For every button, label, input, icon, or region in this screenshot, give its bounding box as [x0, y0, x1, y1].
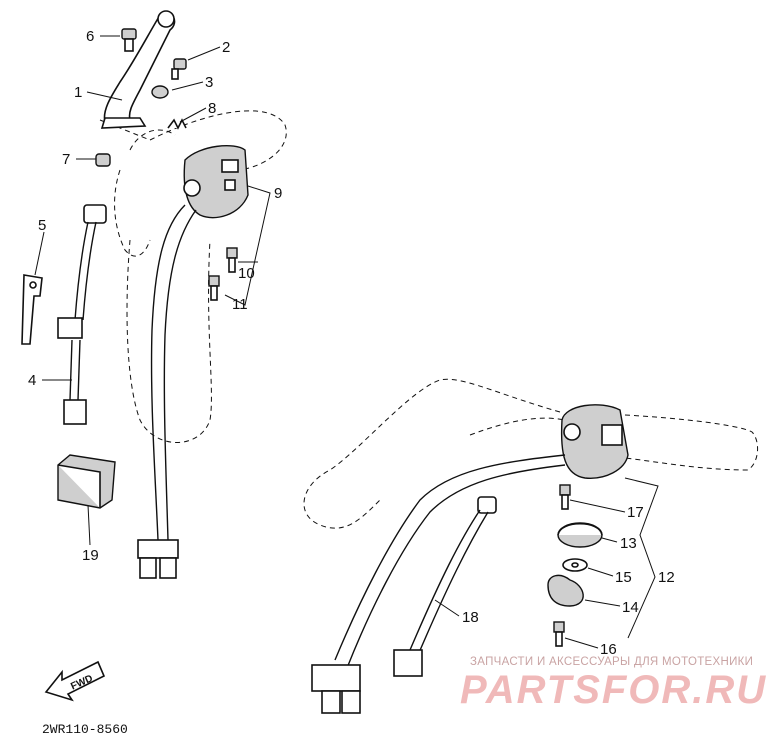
label-part-13: 13 [620, 535, 637, 552]
part-9-left-switch-housing [183, 145, 249, 219]
label-part-4: 4 [28, 372, 36, 389]
part-8-spring [167, 118, 187, 130]
label-part-10: 10 [238, 265, 255, 282]
part-16-screw [553, 621, 565, 647]
part-13-cover [557, 522, 603, 548]
part-9-wire-harness [137, 204, 197, 579]
part-17-screw [559, 484, 571, 510]
label-part-18: 18 [462, 609, 479, 626]
part-18-wire [393, 496, 497, 677]
part-12-wire-harness [311, 454, 566, 714]
part-19-relay [57, 454, 116, 509]
right-handlebar-outline [303, 378, 758, 529]
part-2-bolt [171, 58, 187, 80]
label-part-19: 19 [82, 547, 99, 564]
part-7-nut [95, 153, 111, 167]
part-4-switch-wire [57, 204, 107, 425]
label-part-7: 7 [62, 151, 70, 168]
label-part-5: 5 [38, 217, 46, 234]
label-part-3: 3 [205, 74, 213, 91]
leader-lines [34, 35, 659, 649]
part-6-screw [121, 28, 137, 52]
label-part-11: 11 [232, 296, 248, 313]
forward-direction-arrow: FWD [44, 660, 106, 702]
label-part-2: 2 [222, 39, 230, 56]
label-part-15: 15 [615, 569, 632, 586]
part-1-clutch-lever [100, 10, 176, 129]
label-part-9: 9 [274, 185, 282, 202]
label-part-8: 8 [208, 100, 216, 117]
watermark-tagline: ЗАПЧАСТИ И АКСЕССУАРЫ ДЛЯ МОТОТЕХНИКИ [470, 656, 754, 668]
label-part-14: 14 [622, 599, 639, 616]
part-10-screw [226, 247, 238, 273]
left-handlebar-outline [99, 110, 287, 443]
label-part-6: 6 [86, 28, 94, 45]
part-15-washer [562, 558, 588, 572]
label-part-1: 1 [74, 84, 82, 101]
label-part-16: 16 [600, 641, 617, 658]
diagram-code: 2WR110-8560 [42, 722, 128, 737]
label-part-12: 12 [658, 569, 675, 586]
part-5-key [21, 274, 43, 345]
label-part-17: 17 [627, 504, 644, 521]
part-14-bracket [547, 574, 584, 607]
watermark-logo: PARTSFOR.RU [460, 668, 768, 712]
part-12-right-switch-housing [560, 404, 629, 479]
part-11-screw [208, 275, 220, 301]
part-labels: 1 2 3 4 5 6 7 8 9 10 11 12 13 14 15 16 1… [28, 28, 675, 658]
part-3-nut [151, 85, 169, 99]
